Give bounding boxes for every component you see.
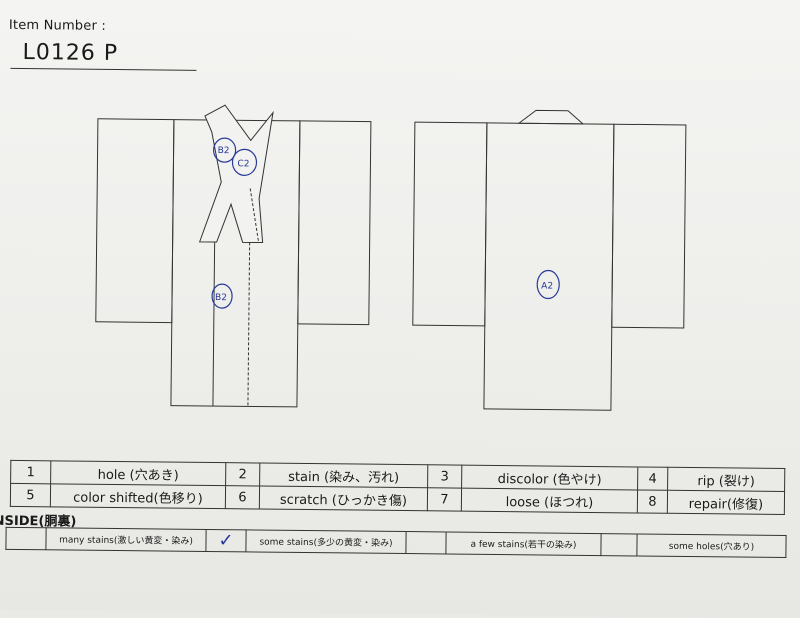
checkbox-some-holes[interactable] bbox=[600, 533, 638, 556]
handwritten-marks: B2 C2 B2 A2 bbox=[211, 137, 560, 309]
mark-text-collar-2: C2 bbox=[237, 159, 249, 169]
code-number: 8 bbox=[637, 489, 668, 514]
front-collar bbox=[198, 104, 274, 244]
code-label: rip (裂け) bbox=[667, 467, 785, 492]
damage-code-table: 1 hole (穴あき) 2 stain (染み、汚れ) 3 discolor … bbox=[10, 460, 785, 515]
mark-circle-back-panel bbox=[536, 269, 560, 300]
mark-text-front-panel: B2 bbox=[215, 293, 227, 303]
checkbox-many-stains[interactable] bbox=[5, 527, 47, 550]
inside-condition-table: many stains(激しい黄変・染み) ✓ some stains(多少の黄… bbox=[5, 527, 787, 558]
back-body bbox=[483, 122, 615, 411]
back-right-sleeve bbox=[611, 123, 687, 329]
code-number: 4 bbox=[637, 466, 668, 491]
code-number: 6 bbox=[225, 485, 260, 510]
front-right-sleeve bbox=[297, 120, 372, 326]
front-left-sleeve bbox=[95, 118, 175, 324]
checkbox-some-stains[interactable]: ✓ bbox=[205, 529, 247, 552]
code-label: hole (穴あき) bbox=[50, 460, 226, 486]
back-left-sleeve bbox=[412, 121, 488, 327]
option-label: many stains(激しい黄変・染み) bbox=[45, 527, 207, 552]
code-label: repair(修復) bbox=[667, 490, 785, 515]
code-label: stain (染み、汚れ) bbox=[259, 463, 428, 488]
garment-diagram: B2 C2 B2 A2 bbox=[95, 104, 687, 411]
code-label: loose (ほつれ) bbox=[461, 488, 638, 513]
mark-text-collar-1: B2 bbox=[218, 146, 230, 156]
code-number: 5 bbox=[10, 483, 51, 507]
code-label: color shifted(色移り) bbox=[50, 483, 226, 509]
mark-circle-collar-2 bbox=[231, 148, 258, 176]
collar-dashed-line bbox=[249, 188, 260, 243]
front-opening-line bbox=[212, 242, 216, 407]
option-label: some stains(多少の黄変・染み) bbox=[245, 529, 407, 554]
back-view-diagram bbox=[412, 109, 687, 411]
back-collar bbox=[517, 109, 585, 125]
mark-circle-front-panel bbox=[211, 283, 233, 309]
mark-text-back-panel: A2 bbox=[541, 281, 553, 291]
checkbox-few-stains[interactable] bbox=[405, 531, 447, 554]
front-view-diagram bbox=[95, 104, 372, 408]
code-number: 3 bbox=[427, 464, 462, 489]
option-label: a few stains(若干の染み) bbox=[445, 531, 602, 556]
inside-condition-row: many stains(激しい黄変・染み) ✓ some stains(多少の黄… bbox=[5, 527, 787, 558]
mark-circle-collar-1 bbox=[213, 137, 237, 163]
code-number: 1 bbox=[10, 460, 51, 484]
code-label: scratch (ひっかき傷) bbox=[259, 486, 428, 511]
front-overlap-dashed bbox=[247, 242, 251, 407]
option-label: some holes(穴あり) bbox=[636, 533, 787, 558]
code-label: discolor (色やけ) bbox=[461, 465, 638, 490]
code-number: 7 bbox=[427, 487, 462, 512]
code-number: 2 bbox=[225, 462, 260, 487]
